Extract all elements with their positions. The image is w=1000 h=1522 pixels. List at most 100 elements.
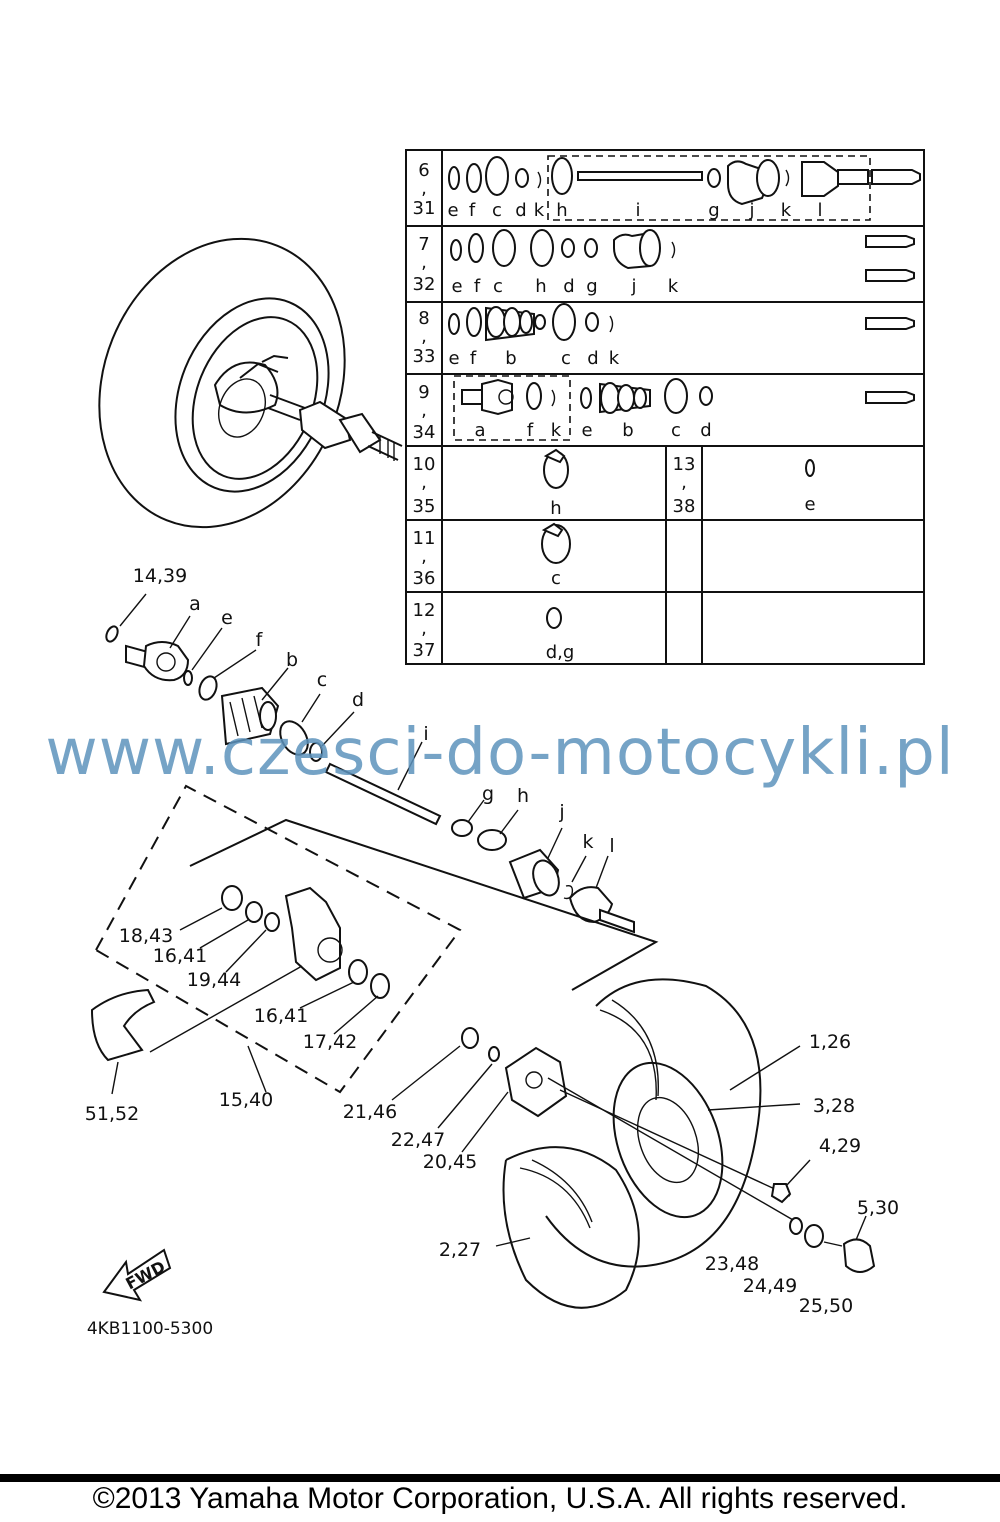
- row-letter: h: [550, 498, 561, 519]
- row-ref-number: 31: [413, 198, 436, 219]
- row-ref-separator: ,: [421, 326, 427, 347]
- callout-label: 3,28: [813, 1095, 855, 1117]
- table-row-9-34: 9 , 34 a f k e b c d: [413, 375, 915, 443]
- row-letter: f: [469, 200, 476, 221]
- callout-labels: 14,39 a e f b c d i g h j k l 18,43 16,4…: [85, 565, 899, 1317]
- assembled-wheel-illustration: [98, 237, 403, 529]
- callout-label: 20,45: [423, 1151, 477, 1173]
- callout-label: 21,46: [343, 1101, 397, 1123]
- row-ref-separator: ,: [421, 472, 427, 493]
- callout-label: c: [317, 669, 327, 691]
- table-row-8-33: 8 , 33 e f b c d k: [413, 303, 915, 369]
- row-letter: a: [474, 420, 485, 441]
- knuckle-guard: [90, 965, 303, 1095]
- callout-label: 16,41: [254, 1005, 308, 1027]
- row-letter: j: [630, 276, 636, 297]
- callout-label: d: [352, 689, 364, 711]
- row-ref-number: 8: [418, 308, 429, 329]
- row-letter: d,g: [546, 642, 575, 663]
- row-ref-number: 7: [418, 234, 429, 255]
- row-letter: e: [451, 276, 462, 297]
- row-letter: f: [474, 276, 481, 297]
- callout-label: 25,50: [799, 1295, 853, 1317]
- row-letter: g: [708, 200, 719, 221]
- row-ref-number: 10: [413, 454, 436, 475]
- row-letter: h: [535, 276, 546, 297]
- row-letter: g: [586, 276, 597, 297]
- row-letter: c: [561, 348, 571, 369]
- copyright-notice: ©2013 Yamaha Motor Corporation, U.S.A. A…: [92, 1482, 908, 1515]
- row-letter: l: [817, 200, 822, 221]
- row-ref-number: 35: [413, 496, 436, 517]
- table-row-11-36: 11 , 36 c: [413, 522, 571, 589]
- row-ref-number: 13: [673, 454, 696, 475]
- callout-label: 19,44: [187, 969, 241, 991]
- row-letter: c: [492, 200, 502, 221]
- row-letter: d: [587, 348, 598, 369]
- row-ref-number: 6: [418, 160, 429, 181]
- callout-label: f: [256, 629, 264, 651]
- callout-label: b: [286, 649, 298, 671]
- row-ref-number: 11: [413, 528, 436, 549]
- callout-label: 22,47: [391, 1129, 445, 1151]
- row-letter: k: [781, 200, 792, 221]
- callout-label: j: [558, 801, 564, 823]
- row-ref-number: 34: [413, 422, 436, 443]
- knuckle-bearing-group: [94, 784, 659, 1094]
- exploded-drive-shaft: [105, 593, 635, 934]
- row-letter: b: [622, 420, 633, 441]
- callout-label: 14,39: [133, 565, 187, 587]
- row-ref-number: 37: [413, 640, 436, 661]
- shaft-kit-reference-table: 6 , 31 e f c d k h i g j: [405, 149, 925, 665]
- callout-label: 5,30: [857, 1197, 899, 1219]
- callout-label: 1,26: [809, 1031, 851, 1053]
- row-letter: d: [563, 276, 574, 297]
- footer: ©2013 Yamaha Motor Corporation, U.S.A. A…: [0, 1474, 1000, 1522]
- front-wheel-assembly: [391, 978, 876, 1309]
- row-ref-number: 12: [413, 600, 436, 621]
- row-letter: h: [556, 200, 567, 221]
- row-letter: c: [671, 420, 681, 441]
- table-row-6-31: 6 , 31 e f c d k h i g j: [413, 155, 921, 221]
- callout-label: k: [582, 831, 593, 853]
- callout-label: a: [189, 593, 201, 615]
- callout-label: 23,48: [705, 1253, 759, 1275]
- callout-label: i: [423, 723, 428, 745]
- row-ref-separator: ,: [421, 618, 427, 639]
- row-ref-separator: ,: [421, 252, 427, 273]
- callout-label: 51,52: [85, 1103, 139, 1125]
- table-row-10-35: 10 , 35 h: [413, 448, 569, 519]
- row-letter: k: [551, 420, 562, 441]
- row-letter: i: [635, 200, 640, 221]
- callout-label: 15,40: [219, 1089, 273, 1111]
- diagram-code: 4KB1100-5300: [87, 1319, 213, 1339]
- row-letter: k: [534, 200, 545, 221]
- row-letter: f: [527, 420, 534, 441]
- row-letter: k: [609, 348, 620, 369]
- callout-label: e: [221, 607, 233, 629]
- callout-label: 4,29: [819, 1135, 861, 1157]
- table-row-13-38: 13 , 38 e: [673, 454, 816, 517]
- callout-label: 24,49: [743, 1275, 797, 1297]
- row-letter: e: [447, 200, 458, 221]
- row-letter: e: [804, 494, 815, 515]
- callout-label: g: [482, 783, 494, 805]
- row-letter: d: [700, 420, 711, 441]
- row-ref-number: 38: [673, 496, 696, 517]
- row-ref-separator: ,: [421, 546, 427, 567]
- callout-label: 18,43: [119, 925, 173, 947]
- callout-label: 17,42: [303, 1031, 357, 1053]
- fwd-arrow-icon: FWD: [102, 1248, 172, 1302]
- table-row-7-32: 7 , 32 e f c h d g j k: [413, 229, 915, 297]
- callout-label: 2,27: [439, 1239, 481, 1261]
- callout-label: 16,41: [153, 945, 207, 967]
- row-letter: f: [470, 348, 477, 369]
- row-ref-number: 9: [418, 382, 429, 403]
- footer-divider: [0, 1474, 1000, 1482]
- row-letter: e: [448, 348, 459, 369]
- row-ref-number: 32: [413, 274, 436, 295]
- row-ref-number: 36: [413, 568, 436, 589]
- table-row-12-37: 12 , 37 d,g: [413, 600, 575, 663]
- row-ref-number: 33: [413, 346, 436, 367]
